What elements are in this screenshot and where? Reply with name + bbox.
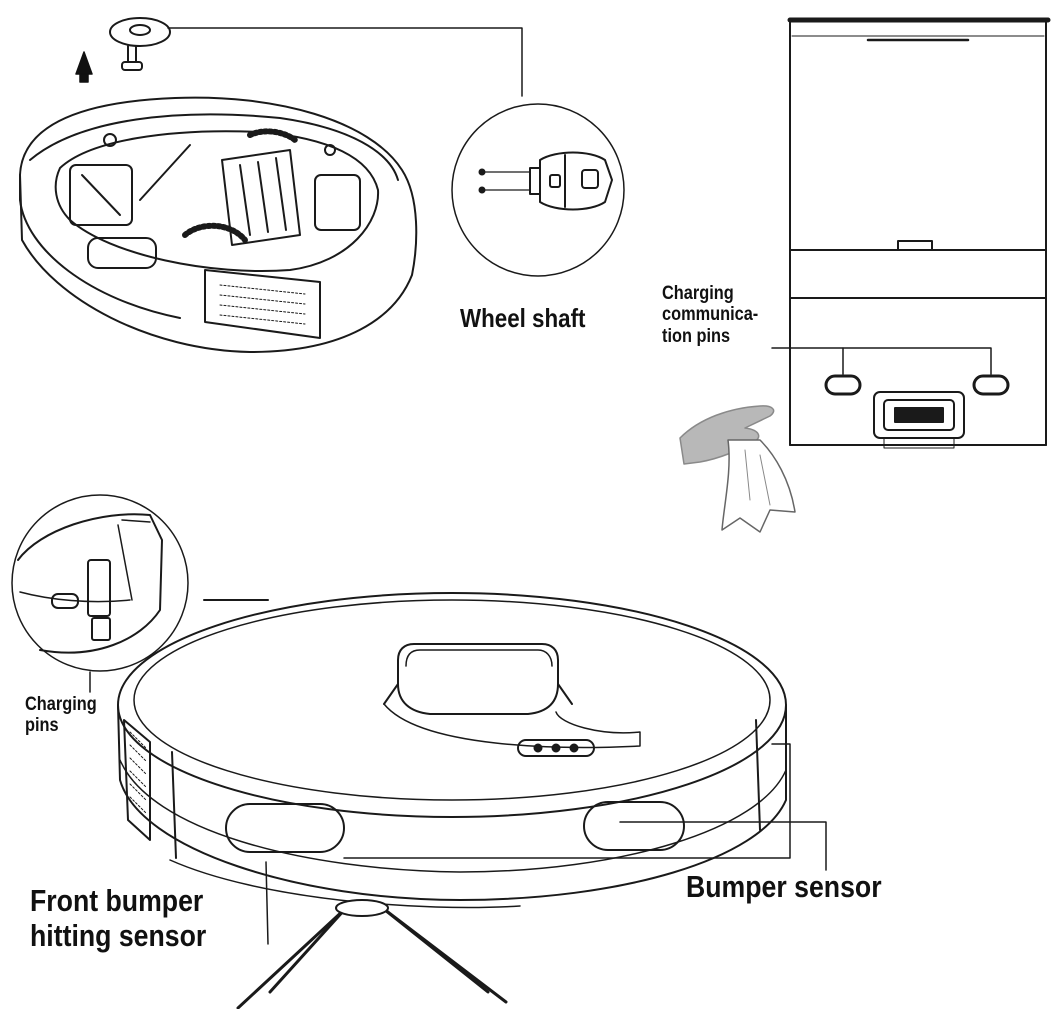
charging-dock-illustration — [787, 17, 1051, 449]
label-front-bumper-hitting-sensor: Front bumper hitting sensor — [30, 883, 207, 953]
label-charging-pins: Charging pins — [25, 694, 97, 737]
charging-comm-pins-callout-line — [771, 347, 844, 375]
robot-underside-illustration — [19, 96, 418, 353]
hand-cloth-illustration — [679, 405, 796, 533]
label-wheel-shaft: Wheel shaft — [460, 303, 586, 333]
charging-pins-zoom-circle — [11, 494, 189, 672]
front-bumper-callout-line — [265, 861, 269, 945]
label-charging-communication-pins: Charging communica- tion pins — [662, 283, 759, 347]
up-arrow-icon — [75, 51, 93, 83]
bumper-sensor-callout-line-right — [619, 821, 827, 871]
wheel-shaft-zoom-circle — [451, 103, 625, 277]
bumper-sensor-callout-line-left — [343, 743, 791, 859]
robot-top-illustration — [117, 592, 787, 1009]
wheel-shaft-callout-line — [167, 27, 523, 97]
label-bumper-sensor: Bumper sensor — [686, 869, 882, 904]
wheel-part-illustration — [109, 17, 171, 71]
charging-comm-pins-callout-line-right — [842, 347, 992, 375]
